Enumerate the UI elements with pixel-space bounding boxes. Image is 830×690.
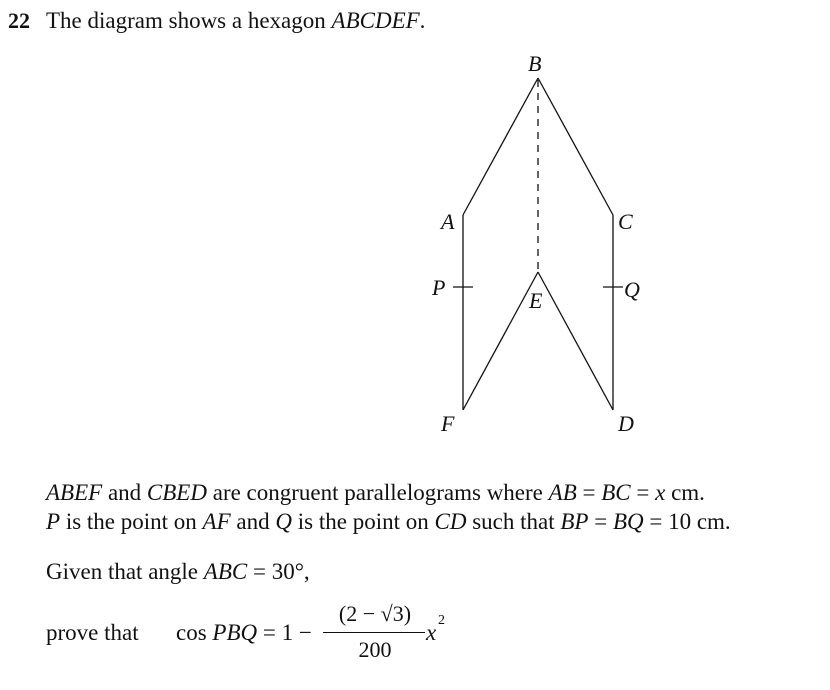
question-title: The diagram shows a hexagon ABCDEF. bbox=[46, 8, 425, 34]
edge-ba bbox=[462, 77, 539, 216]
label-q: Q bbox=[624, 277, 640, 302]
text: = 10 cm. bbox=[643, 509, 731, 534]
x-variable: x bbox=[426, 620, 437, 645]
text: and bbox=[102, 480, 147, 505]
equals-one-minus: = 1 − bbox=[257, 620, 312, 645]
prove-expression-lhs: cos PBQ = 1 − bbox=[176, 620, 312, 646]
label-a: A bbox=[439, 209, 455, 234]
fraction-numerator: (2 − √3) bbox=[338, 601, 412, 626]
text: is the point on bbox=[60, 509, 203, 534]
edge-ed bbox=[537, 271, 614, 411]
edge-cb bbox=[537, 77, 614, 216]
label-f: F bbox=[440, 411, 455, 436]
af: AF bbox=[202, 509, 231, 534]
cbed: CBED bbox=[146, 480, 207, 505]
bq: BQ bbox=[612, 509, 644, 534]
fraction-bar bbox=[323, 632, 425, 634]
question-intro: The diagram shows a hexagon bbox=[46, 8, 332, 33]
x-var: x bbox=[655, 480, 666, 505]
bc: BC bbox=[601, 480, 631, 505]
text: = bbox=[630, 480, 656, 505]
abef: ABEF bbox=[46, 480, 103, 505]
label-d: D bbox=[617, 411, 634, 436]
text: = 30°, bbox=[247, 559, 310, 584]
q-point: Q bbox=[275, 509, 292, 534]
bp: BP bbox=[560, 509, 589, 534]
text: = bbox=[588, 509, 613, 534]
pbq: PBQ bbox=[212, 620, 258, 645]
text-line-1: ABEF and CBED are congruent parallelogra… bbox=[46, 480, 705, 506]
label-c: C bbox=[618, 209, 633, 234]
text: is the point on bbox=[292, 509, 435, 534]
cd: CD bbox=[434, 509, 467, 534]
text: such that bbox=[466, 509, 561, 534]
fraction-denominator: 200 bbox=[358, 637, 392, 662]
hexagon-diagram: B A C P Q E F D bbox=[431, 51, 640, 436]
cos: cos bbox=[176, 620, 213, 645]
label-e: E bbox=[528, 288, 543, 313]
text: Given that angle bbox=[46, 559, 204, 584]
exponent: 2 bbox=[438, 613, 445, 628]
text: and bbox=[230, 509, 276, 534]
abc: ABC bbox=[203, 559, 248, 584]
question-number: 22 bbox=[8, 8, 30, 33]
text-line-2: P is the point on AF and Q is the point … bbox=[46, 509, 731, 535]
ab: AB bbox=[548, 480, 577, 505]
question-intro-end: . bbox=[419, 8, 426, 33]
given-line: Given that angle ABC = 30°, bbox=[46, 559, 310, 585]
p-point: P bbox=[46, 509, 61, 534]
text: are congruent parallelograms where bbox=[206, 480, 549, 505]
label-b: B bbox=[528, 51, 541, 76]
label-p: P bbox=[431, 275, 445, 300]
text: cm. bbox=[665, 480, 705, 505]
hexagon-name: ABCDEF bbox=[331, 8, 420, 33]
prove-label: prove that bbox=[46, 620, 139, 645]
edge-fe bbox=[462, 271, 539, 411]
text: = bbox=[576, 480, 602, 505]
